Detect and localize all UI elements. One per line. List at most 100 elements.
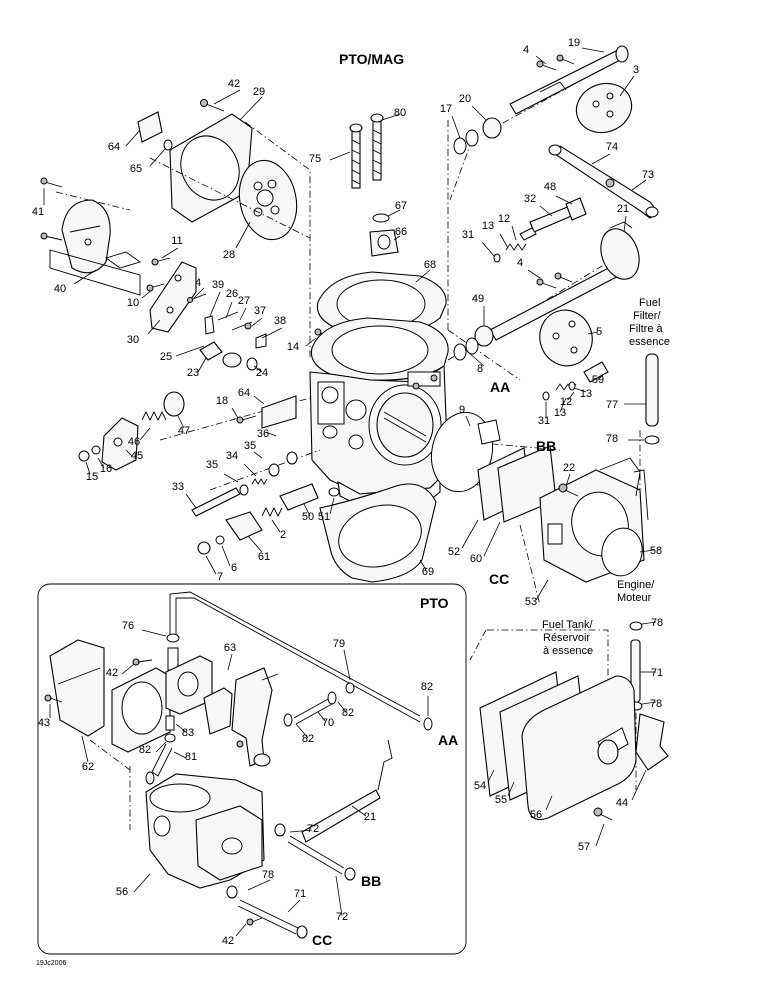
callout-80: 80 — [394, 107, 406, 119]
callout-3: 3 — [633, 64, 639, 76]
callout-39: 39 — [212, 279, 224, 291]
pto-detail-box — [37, 583, 467, 955]
label-fuel-filter-1: Fuel — [639, 297, 660, 309]
callout-leader — [623, 215, 627, 233]
pto-components — [44, 591, 433, 939]
fuel-pump-group — [430, 411, 649, 583]
callout-47: 47 — [178, 425, 190, 437]
ref-bb-bottom: BB — [361, 873, 381, 889]
callout-leader — [535, 55, 547, 65]
callout-leader — [337, 701, 347, 713]
callout-leader — [329, 497, 335, 515]
callout-46: 46 — [128, 436, 140, 448]
callout-leader — [595, 823, 605, 847]
label-engine-2: Moteur — [617, 592, 652, 604]
callout-leader — [239, 307, 247, 321]
callout-leader — [209, 291, 221, 317]
callout-leader — [539, 205, 553, 217]
callout-60: 60 — [470, 553, 482, 565]
callout-leader — [141, 629, 167, 637]
callout-leader — [393, 235, 401, 241]
callout-leader — [387, 209, 401, 217]
callout-leader — [149, 147, 167, 167]
callout-57: 57 — [578, 841, 590, 853]
callout-leader — [465, 415, 471, 427]
callout-leader — [253, 451, 263, 459]
callout-leader — [213, 89, 241, 105]
callout-36: 36 — [257, 428, 269, 440]
callout-leader — [641, 621, 657, 625]
callout-35: 35 — [244, 440, 256, 452]
callout-43: 43 — [38, 717, 50, 729]
callout-64: 64 — [238, 387, 250, 399]
callout-58: 58 — [650, 545, 662, 557]
callout-leader — [73, 269, 97, 285]
callout-52: 52 — [448, 546, 460, 558]
callout-leader — [499, 233, 509, 249]
throttle-shaft-21 — [453, 221, 640, 367]
callout-leader — [545, 795, 553, 811]
callout-48: 48 — [544, 181, 556, 193]
callout-69: 69 — [422, 566, 434, 578]
callout-leader — [85, 461, 91, 475]
callout-49: 49 — [472, 293, 484, 305]
callout-leader — [597, 373, 605, 381]
callout-leader — [139, 427, 151, 441]
callout-68: 68 — [424, 259, 436, 271]
callout-16: 16 — [100, 463, 112, 475]
callout-82: 82 — [421, 681, 433, 693]
callout-72: 72 — [336, 911, 348, 923]
callout-leader — [317, 711, 327, 723]
callout-leader — [225, 301, 233, 319]
callout-leader — [251, 317, 263, 327]
callout-10: 10 — [127, 297, 139, 309]
callout-leader — [565, 473, 571, 487]
callout-19: 19 — [568, 37, 580, 49]
callout-70: 70 — [322, 717, 334, 729]
gasket-plate-30 — [149, 261, 197, 333]
callout-leader — [527, 269, 541, 279]
callout-leader — [343, 649, 351, 681]
callout-4: 4 — [523, 44, 529, 56]
callout-23: 23 — [187, 367, 199, 379]
callout-leader — [591, 153, 611, 165]
callout-64: 64 — [108, 141, 120, 153]
callout-5: 5 — [596, 326, 602, 338]
callout-leader — [155, 741, 167, 753]
callout-74: 74 — [606, 141, 618, 153]
ref-bb-top: BB — [536, 438, 556, 454]
lever-cover-group — [40, 177, 171, 296]
pump-cover-group — [137, 99, 298, 241]
label-fuel-tank-1: Fuel Tank/ — [542, 619, 593, 631]
label-fuel-filter-2: Filter/ — [633, 310, 661, 322]
callout-leader — [567, 391, 575, 401]
callout-18: 18 — [216, 395, 228, 407]
drawing-code: 19Jc2006 — [36, 960, 66, 967]
callout-15: 15 — [86, 471, 98, 483]
callout-38: 38 — [274, 315, 286, 327]
callout-32: 32 — [524, 193, 536, 205]
callout-82: 82 — [342, 707, 354, 719]
callout-12: 12 — [498, 213, 510, 225]
callout-66: 66 — [395, 226, 407, 238]
callout-leader — [641, 701, 657, 705]
callout-78: 78 — [606, 433, 618, 445]
callout-leader — [507, 781, 515, 797]
callout-leader — [351, 805, 367, 817]
callout-78: 78 — [651, 617, 663, 629]
fuel-filter-77 — [644, 353, 660, 445]
callout-45: 45 — [131, 450, 143, 462]
callout-13: 13 — [482, 220, 494, 232]
callout-leader — [227, 653, 233, 671]
callout-11: 11 — [171, 235, 182, 247]
label-fuel-filter-3: Filtre à — [629, 323, 664, 335]
callout-leader — [173, 751, 187, 759]
callout-leader — [247, 535, 263, 553]
callout-2: 2 — [280, 529, 286, 541]
callout-leader — [631, 769, 647, 801]
callout-leader — [175, 723, 187, 733]
callout-leader — [511, 225, 517, 241]
callout-78: 78 — [262, 869, 274, 881]
callout-4: 4 — [195, 277, 201, 289]
